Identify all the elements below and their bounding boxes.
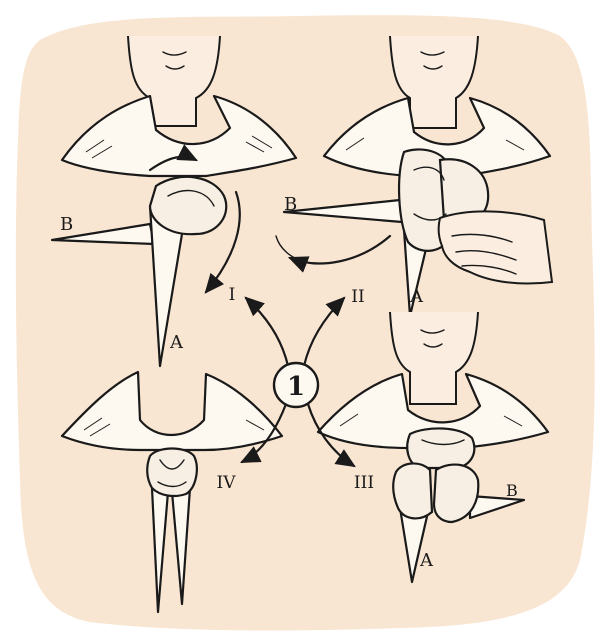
step-label-4: IV <box>217 473 237 493</box>
step-2-label-a: A <box>409 286 424 307</box>
step-1-wrap <box>150 177 226 234</box>
center-number: 1 <box>287 372 305 402</box>
step-3-label-b: B <box>506 481 518 500</box>
step-2-label-b: B <box>284 194 297 215</box>
step-3-label-a: A <box>419 550 434 571</box>
step-label-1: I <box>229 285 236 305</box>
step-label-3: III <box>354 473 374 493</box>
step-3-loop-top <box>407 428 474 468</box>
step-1-label-a: A <box>169 332 184 353</box>
step-4-knot <box>147 449 197 497</box>
paper-background <box>16 15 595 630</box>
step-3-loop-left <box>393 463 432 518</box>
step-label-2: II <box>351 287 364 307</box>
step-1-label-b: B <box>60 214 73 235</box>
